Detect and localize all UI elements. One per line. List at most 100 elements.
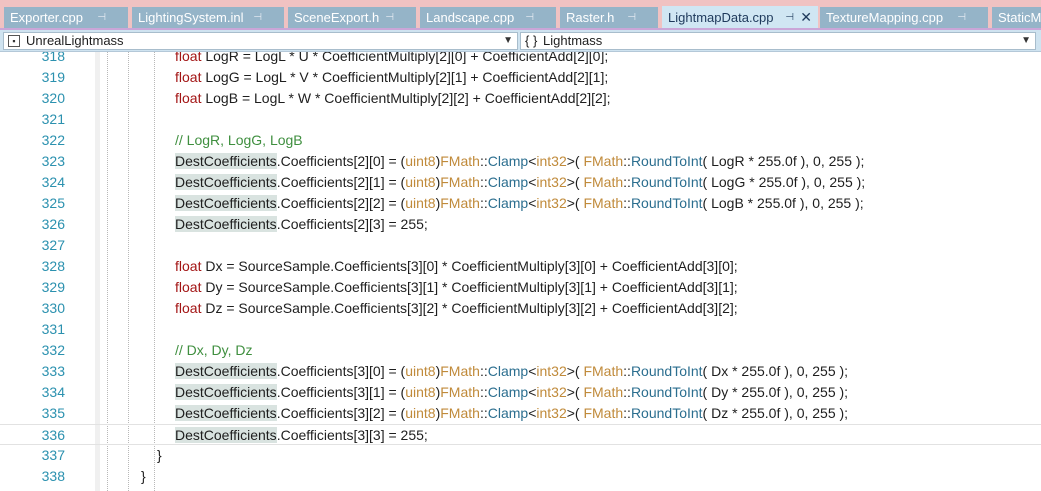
- line-number: 321: [41, 111, 65, 127]
- tab-landscape-cpp[interactable]: Landscape.cpp⊣: [420, 7, 556, 28]
- line-number: 334: [41, 384, 65, 400]
- code-token: DestCoefficients: [175, 195, 277, 211]
- tab-staticm[interactable]: StaticM: [992, 7, 1041, 28]
- code-token: Clamp: [487, 195, 529, 211]
- code-text: }: [157, 445, 162, 466]
- pin-icon[interactable]: ⊣: [97, 12, 106, 23]
- code-token: }: [157, 447, 162, 463]
- document-tab-strip: Exporter.cpp⊣LightingSystem.inl⊣SceneExp…: [0, 0, 1041, 30]
- code-text: DestCoefficients.Coefficients[2][2] = (u…: [175, 193, 864, 214]
- code-line[interactable]: 327: [0, 235, 1041, 256]
- code-line[interactable]: 338}: [0, 466, 1041, 487]
- line-number: 327: [41, 237, 65, 253]
- tab-texturemapping-cpp[interactable]: TextureMapping.cpp⊣: [820, 7, 988, 28]
- code-line[interactable]: 322// LogR, LogG, LogB: [0, 130, 1041, 151]
- scope-dropdown[interactable]: { } Lightmass ▼: [520, 32, 1036, 50]
- code-token: Clamp: [487, 174, 529, 190]
- code-token: uint8: [405, 384, 436, 400]
- code-token: LogR = LogL * U * CoefficientMultiply[2]…: [201, 52, 609, 64]
- code-line[interactable]: 332// Dx, Dy, Dz: [0, 340, 1041, 361]
- tab-label: LightmapData.cpp: [668, 10, 774, 25]
- code-token: float: [175, 52, 202, 64]
- navigation-bar: ▪ UnrealLightmass ▼ { } Lightmass ▼: [0, 30, 1041, 52]
- tab-lightmapdata-cpp[interactable]: LightmapData.cpp ⊣ ✕: [662, 6, 818, 28]
- code-token: >(: [566, 153, 584, 169]
- code-line[interactable]: 331: [0, 319, 1041, 340]
- code-line[interactable]: 321: [0, 109, 1041, 130]
- code-line[interactable]: 337}: [0, 445, 1041, 466]
- code-token: <: [528, 384, 537, 400]
- code-token: FMath: [583, 384, 624, 400]
- code-token: uint8: [405, 174, 436, 190]
- line-number: 328: [41, 258, 65, 274]
- tab-label: StaticM: [998, 10, 1041, 25]
- code-token: Clamp: [487, 405, 529, 421]
- code-token: >(: [566, 195, 584, 211]
- code-token: LogB = LogL * W * CoefficientMultiply[2]…: [201, 90, 611, 106]
- code-token: Dy = SourceSample.Coefficients[3][1] * C…: [201, 279, 738, 295]
- close-icon[interactable]: ✕: [800, 9, 812, 25]
- code-text: float LogB = LogL * W * CoefficientMulti…: [175, 88, 611, 109]
- code-token: RoundToInt: [630, 363, 703, 379]
- code-token: uint8: [405, 363, 436, 379]
- line-number: 320: [41, 90, 65, 106]
- pin-icon[interactable]: ⊣: [957, 12, 966, 23]
- line-number: 324: [41, 174, 65, 190]
- code-token: .Coefficients[2][1] = (: [276, 174, 406, 190]
- pin-icon[interactable]: ⊣: [525, 12, 534, 23]
- tab-lightingsystem-inl[interactable]: LightingSystem.inl⊣: [132, 7, 284, 28]
- code-token: ): [435, 174, 441, 190]
- code-token: ::: [479, 174, 488, 190]
- pin-icon[interactable]: ⊣: [253, 12, 262, 23]
- pin-icon[interactable]: ⊣: [385, 12, 394, 23]
- code-token: FMath: [440, 405, 480, 421]
- code-text: // LogR, LogG, LogB: [175, 130, 303, 151]
- code-token: ::: [479, 384, 488, 400]
- code-token: ::: [479, 363, 488, 379]
- code-text: DestCoefficients.Coefficients[3][2] = (u…: [175, 403, 848, 424]
- code-token: float: [175, 279, 202, 295]
- chevron-down-icon[interactable]: ▼: [503, 35, 513, 46]
- pin-icon[interactable]: ⊣: [785, 12, 794, 23]
- code-token: <: [528, 153, 537, 169]
- code-text: float LogR = LogL * U * CoefficientMulti…: [175, 52, 608, 67]
- project-dropdown[interactable]: ▪ UnrealLightmass ▼: [3, 32, 518, 50]
- pin-icon[interactable]: ⊣: [627, 12, 636, 23]
- code-token: .Coefficients[2][2] = (: [276, 195, 406, 211]
- line-number: 319: [41, 69, 65, 85]
- code-token: >(: [566, 405, 584, 421]
- tab-sceneexport-h[interactable]: SceneExport.h⊣: [288, 7, 416, 28]
- chevron-down-icon[interactable]: ▼: [1021, 35, 1031, 46]
- tab-raster-h[interactable]: Raster.h⊣: [560, 7, 658, 28]
- code-token: .Coefficients[3][1] = (: [276, 384, 406, 400]
- code-token: FMath: [583, 405, 624, 421]
- code-token: ): [435, 195, 441, 211]
- line-number: 330: [41, 300, 65, 316]
- code-token: ( Dz * 255.0f ), 0, 255 );: [702, 405, 849, 421]
- code-text: DestCoefficients.Coefficients[3][0] = (u…: [175, 361, 848, 382]
- line-number: 326: [41, 216, 65, 232]
- code-token: int32: [536, 405, 567, 421]
- code-token: <: [528, 405, 537, 421]
- code-line[interactable]: 320 float LogB = LogL * W * CoefficientMu…: [0, 88, 1041, 109]
- tab-exporter-cpp[interactable]: Exporter.cpp⊣: [4, 7, 128, 28]
- code-token: RoundToInt: [630, 384, 703, 400]
- project-dropdown-label: UnrealLightmass: [26, 33, 124, 48]
- code-text: DestCoefficients.Coefficients[3][3] = 25…: [175, 425, 428, 446]
- code-text: float Dy = SourceSample.Coefficients[3][…: [175, 277, 738, 298]
- indent-guide: [154, 52, 155, 491]
